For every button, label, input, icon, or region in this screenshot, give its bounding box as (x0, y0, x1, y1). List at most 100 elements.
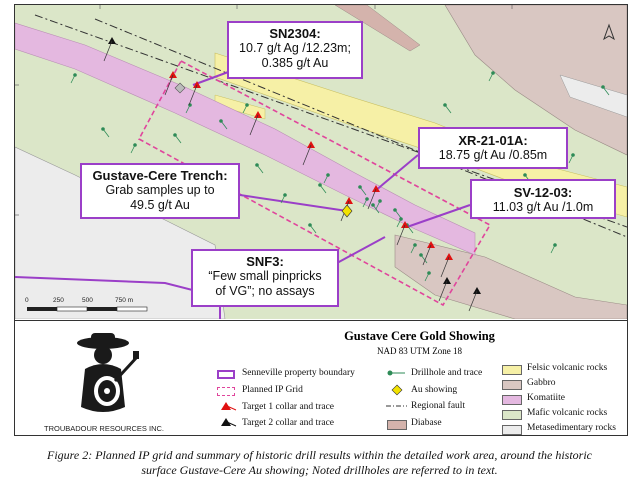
legend-subtitle: NAD 83 UTM Zone 18 (377, 346, 462, 356)
drillhole-trace (394, 209, 402, 219)
swatch-felsic (502, 365, 522, 375)
target1-collar (401, 221, 409, 228)
target2-collar (473, 287, 481, 294)
drillhole-trace (550, 244, 556, 254)
legend-col2-icons (386, 370, 407, 407)
drillhole-trace (602, 86, 610, 96)
drillhole-trace (256, 164, 264, 174)
target2-collar (108, 37, 116, 44)
callout-sv1203-title: SV-12-03: (513, 185, 573, 200)
swatch-metased (502, 425, 522, 435)
target1-collar-trace (164, 74, 174, 96)
target2-collars (103, 37, 481, 312)
drillhole-trace (420, 254, 428, 264)
drillhole-trace (424, 272, 430, 282)
swatch-senneville (217, 370, 235, 379)
target1-collar (345, 197, 353, 204)
legend-ipgrid: Planned IP Grid (242, 385, 303, 395)
drillhole-trace (102, 128, 110, 138)
swatch-ipgrid (217, 387, 235, 396)
drillhole-trace (70, 74, 76, 84)
legend-target2: Target 2 collar and trace (242, 418, 334, 428)
drillhole-trace (488, 72, 494, 82)
drillhole-trace (362, 198, 368, 208)
target1-collar (254, 111, 262, 118)
callout-sn2304-title: SN2304: (269, 26, 321, 41)
callout-xr2101a-line1: 18.75 g/t Au /0.85m (438, 148, 548, 162)
callout-sn2304-line2: 0.385 g/t Au (261, 56, 329, 70)
legend-senneville: Senneville property boundary (242, 368, 355, 378)
scale-bar (27, 306, 148, 312)
showing-marker (174, 82, 186, 94)
scale-label-250: 250 (53, 297, 64, 304)
legend-felsic: Felsic volcanic rocks (527, 363, 608, 373)
scale-label-500: 500 (82, 297, 93, 304)
grid-tick-labels (15, 5, 513, 216)
target1-collar-trace (188, 84, 198, 106)
drillhole-trace (319, 184, 327, 194)
target1-collar (307, 141, 315, 148)
callout-sn2304: SN2304: 10.7 g/t Ag /12.23m; 0.385 g/t A… (227, 21, 363, 79)
drillhole-trace (130, 144, 136, 154)
target2-collar-trace (468, 290, 478, 312)
legend-komatiite: Komatiite (527, 393, 565, 403)
target1-collar-trace (440, 256, 450, 278)
komatiite-band (14, 22, 476, 256)
target1-collar (193, 81, 201, 88)
legend-panel: TROUBADOUR RESOURCES INC. Gustave Cere G… (15, 320, 627, 436)
target1-collar-trace (302, 144, 312, 166)
legend-gabbro: Gabbro (527, 378, 556, 388)
drillhole-trace (242, 104, 248, 114)
swatch-gabbro (502, 380, 522, 390)
target2-collar (443, 277, 451, 284)
callout-sn2304-line1: 10.7 g/t Ag /12.23m; (239, 41, 351, 55)
drillhole-trace (280, 194, 286, 204)
caption-line-2: surface Gustave-Cere Au showing; Noted d… (141, 463, 498, 477)
target1-collar-trace (396, 224, 406, 246)
drillhole-trace (410, 244, 416, 254)
troubadour-logo (77, 333, 139, 412)
callout-snf3-line2: of VG”; no assays (215, 284, 315, 298)
callout-leaders (192, 70, 471, 264)
target1-collar (169, 71, 177, 78)
target1-collar-trace (249, 114, 259, 136)
scale-label-750: 750 m (115, 297, 134, 304)
legend-diabase: Diabase (411, 418, 442, 428)
callout-gustave-line1: Grab samples up to (105, 183, 215, 197)
drillhole-trace (444, 104, 452, 114)
callout-sv1203: SV-12-03: 11.03 g/t Au /1.0m (470, 179, 616, 219)
target1-collar (427, 241, 435, 248)
callout-gustave-cere: Gustave-Cere Trench: Grab samples up to … (80, 163, 240, 219)
swatch-diabase (387, 420, 407, 430)
target2-collar-trace (103, 40, 113, 62)
planned-ip-grid (137, 59, 492, 307)
drillhole-trace (185, 104, 191, 114)
legend-target-icons (221, 402, 237, 427)
callout-gustave-line2: 49.5 g/t Au (130, 198, 190, 212)
diabase-dike (334, 4, 421, 52)
caption-line-1: Figure 2: Planned IP grid and summary of… (47, 448, 592, 462)
drillhole-trace (309, 224, 317, 234)
target1-collar-trace (367, 188, 377, 210)
target1-icon (221, 402, 231, 410)
drillhole-trace (323, 174, 329, 184)
target1-collars (164, 71, 453, 278)
callout-snf3-title: SNF3: (246, 254, 284, 269)
target1-collar (445, 253, 453, 260)
legend-drillhole: Drillhole and trace (411, 368, 483, 378)
target2-collar-trace (438, 280, 448, 302)
callout-snf3: SNF3: “Few small pinpricks of VG”; no as… (191, 249, 339, 307)
drillhole-trace (220, 120, 228, 130)
swatch-komatiite (502, 395, 522, 405)
legend-title: Gustave Cere Gold Showing (344, 329, 495, 343)
drillhole-trace (359, 186, 367, 196)
legend-au: Au showing (411, 385, 458, 395)
company-name: TROUBADOUR RESOURCES INC. (43, 424, 164, 433)
map-area: 0 250 500 750 m SN2304: 10.7 g/t Ag /12.… (14, 4, 628, 320)
au-showing-marker (341, 204, 353, 218)
callout-gustave-title: Gustave-Cere Trench: (92, 168, 228, 183)
legend-target1: Target 1 collar and trace (242, 402, 334, 412)
callout-xr2101a: XR-21-01A: 18.75 g/t Au /0.85m (418, 127, 568, 169)
callout-xr2101a-title: XR-21-01A: (458, 133, 528, 148)
drillhole-collars (70, 71, 610, 282)
